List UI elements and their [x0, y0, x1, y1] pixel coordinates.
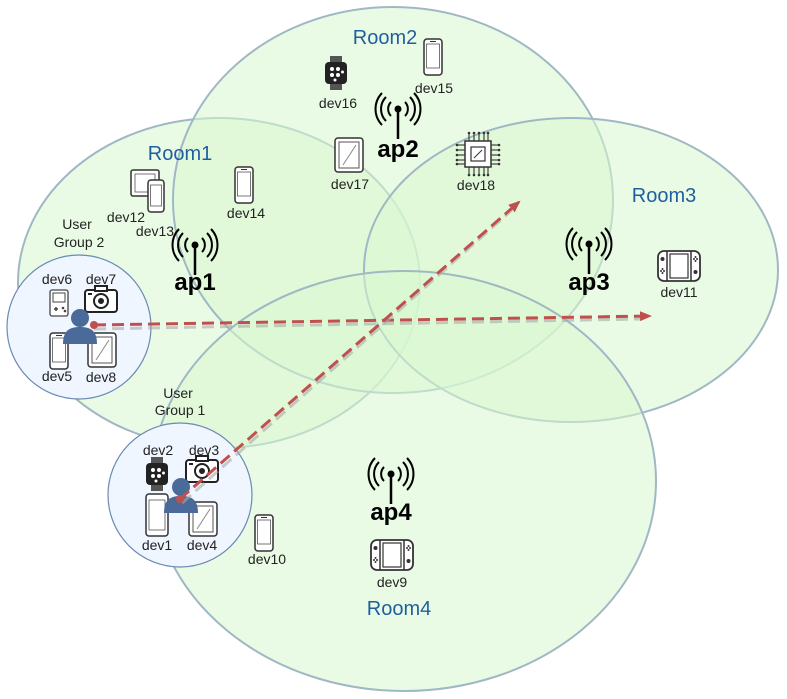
dev9-switch-icon — [370, 539, 414, 571]
arrow-group1-to-room2 — [179, 200, 521, 501]
dev7-camera-icon — [84, 285, 118, 313]
dev15-phone-icon — [423, 38, 443, 76]
dev1-phone-icon — [145, 493, 169, 537]
user-group1-label-line2: Group 1 — [155, 402, 206, 418]
dev10-label: dev10 — [248, 551, 286, 567]
arrows — [90, 200, 652, 505]
user-group1-label-line1: User — [163, 385, 193, 401]
dev6-label: dev6 — [42, 271, 73, 287]
dev6-gameboy-icon — [49, 289, 69, 317]
dev15-label: dev15 — [415, 80, 453, 96]
ap3-label: ap3 — [568, 269, 609, 296]
dev5-label: dev5 — [42, 368, 73, 384]
room2-label: Room2 — [353, 27, 417, 49]
dev18-label: dev18 — [457, 177, 495, 193]
user-group2-label-line2: Group 2 — [54, 234, 105, 250]
dev7-label: dev7 — [86, 271, 117, 287]
ap2-label: ap2 — [377, 136, 418, 163]
dev2-label: dev2 — [143, 442, 174, 458]
room4-label: Room4 — [367, 598, 431, 620]
user-group2-circle — [6, 254, 152, 400]
room1-label: Room1 — [148, 143, 212, 165]
dev11-switch-icon — [657, 250, 701, 282]
arrow-group2-shadow — [93, 317, 641, 331]
dev17-tablet-icon — [334, 137, 364, 173]
arrow-group2-origin — [90, 321, 98, 329]
dev11-label: dev11 — [660, 284, 697, 300]
dev13-phone-icon — [147, 179, 165, 213]
dev17-label: dev17 — [331, 176, 369, 192]
dev9-label: dev9 — [377, 574, 408, 590]
dev1-label: dev1 — [142, 537, 173, 553]
dev8-label: dev8 — [86, 369, 117, 385]
arrow-group1-shadow — [181, 208, 513, 505]
dev12-label: dev12 — [107, 209, 145, 225]
arrow-group1-origin — [176, 495, 184, 503]
dev13-label: dev13 — [136, 223, 174, 239]
ap4-label: ap4 — [370, 499, 412, 526]
dev3-label: dev3 — [189, 442, 220, 458]
arrow-group2-to-room3 — [93, 311, 652, 327]
dev16-label: dev16 — [319, 95, 357, 111]
ap1-label: ap1 — [174, 269, 215, 296]
dev14-label: dev14 — [227, 205, 265, 221]
dev10-phone-icon — [254, 514, 274, 552]
dev4-label: dev4 — [187, 537, 218, 553]
room3-label: Room3 — [632, 185, 696, 207]
user-group2-label-line1: User — [62, 216, 92, 232]
dev14-phone-icon — [234, 166, 254, 204]
